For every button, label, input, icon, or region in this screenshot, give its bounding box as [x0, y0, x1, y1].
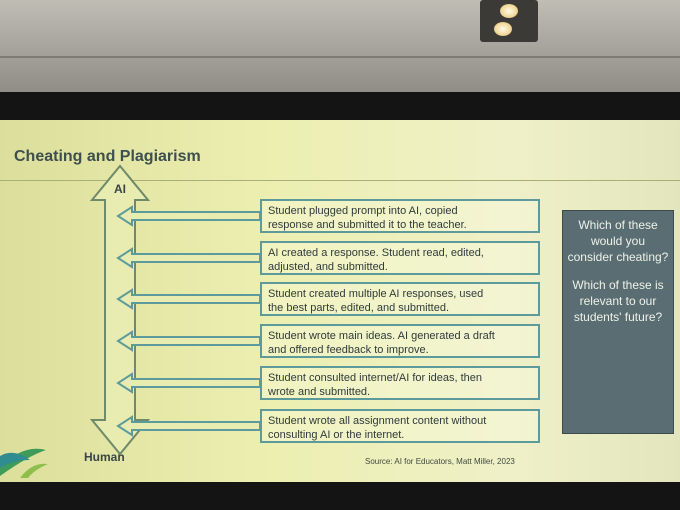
ceiling-light [480, 0, 538, 42]
scenario-box: AI created a response. Student read, edi… [260, 241, 540, 275]
scenario-text: AI created a response. Student read, edi… [268, 247, 484, 259]
question-panel: Which of these would you consider cheati… [562, 210, 674, 434]
ceiling [0, 0, 680, 92]
scenario-box: Student consulted internet/AI for ideas,… [260, 366, 540, 400]
question-relevance: Which of these is relevant to our studen… [572, 278, 664, 324]
scenario-arrow [116, 247, 261, 269]
scenario-text: Student consulted internet/AI for ideas,… [268, 372, 483, 384]
light-bulb [494, 22, 512, 36]
light-bulb [500, 4, 518, 18]
presentation-slide: Cheating and Plagiarism AI Human Student… [0, 120, 680, 482]
scenario-text: consulting AI or the internet. [268, 429, 405, 441]
scenario-arrow [116, 205, 261, 227]
scenario-arrow [116, 330, 261, 352]
scenario-arrow [116, 288, 261, 310]
axis-top-label: AI [114, 182, 126, 196]
scenario-text: Student created multiple AI responses, u… [268, 288, 484, 300]
scenario-box: Student plugged prompt into AI, copied r… [260, 199, 540, 233]
scenario-box: Student wrote main ideas. AI generated a… [260, 324, 540, 358]
question-cheating: Which of these would you consider cheati… [567, 218, 669, 264]
source-citation: Source: AI for Educators, Matt Miller, 2… [365, 457, 515, 466]
scenario-text: Student plugged prompt into AI, copied [268, 205, 458, 217]
scenario-box: Student wrote all assignment content wit… [260, 409, 540, 443]
ai-human-axis-arrow [89, 164, 151, 456]
scenario-text: wrote and submitted. [268, 386, 371, 398]
slide-title: Cheating and Plagiarism [14, 148, 201, 165]
scenario-text: response and submitted it to the teacher… [268, 219, 467, 231]
scenario-text: adjusted, and submitted. [268, 261, 388, 273]
title-divider [0, 180, 680, 181]
logo-leaf-icon [0, 448, 48, 478]
scenario-text: the best parts, edited, and submitted. [268, 302, 450, 314]
axis-bottom-label: Human [84, 450, 125, 464]
ceiling-seam [0, 56, 680, 58]
scenario-arrow [116, 372, 261, 394]
scenario-arrow [116, 415, 261, 437]
spectrum-arrows [89, 164, 261, 456]
scenario-box: Student created multiple AI responses, u… [260, 282, 540, 316]
scenario-text: Student wrote all assignment content wit… [268, 415, 487, 427]
scenario-text: Student wrote main ideas. AI generated a… [268, 330, 495, 342]
scenario-text: and offered feedback to improve. [268, 344, 429, 356]
